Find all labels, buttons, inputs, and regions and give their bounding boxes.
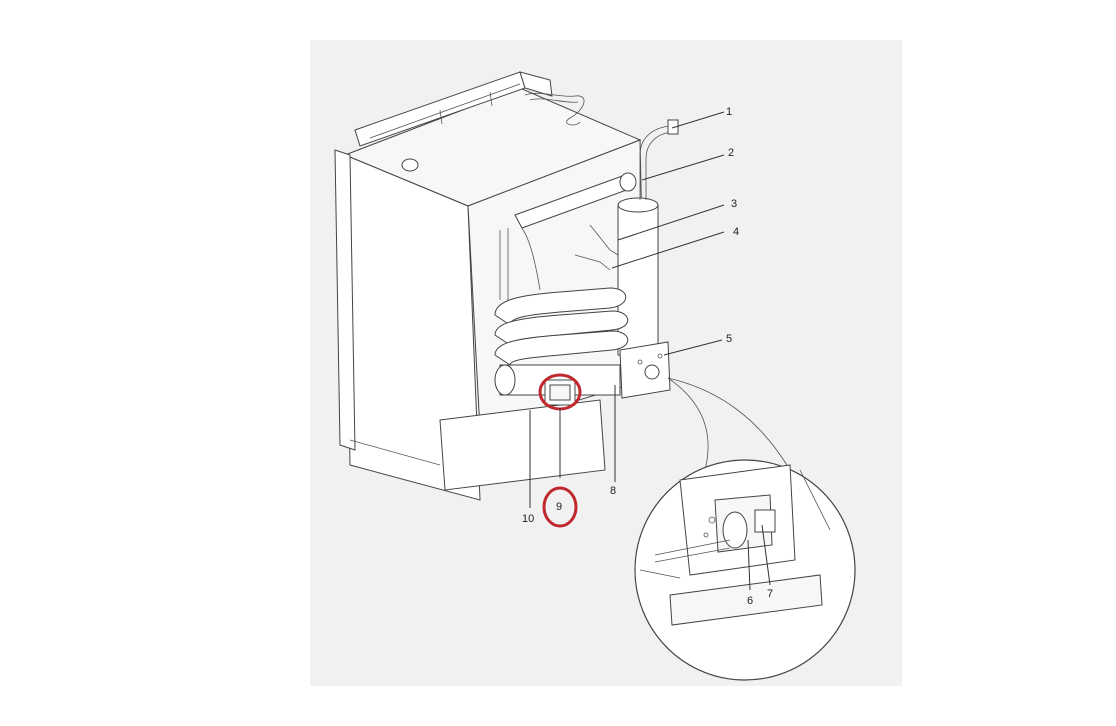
callout-9-highlight-ring: [542, 486, 578, 528]
callout-4: 4: [733, 226, 739, 238]
burner-bracket: [619, 341, 671, 399]
inner-wiring: [574, 224, 619, 271]
callout-1: 1: [726, 106, 732, 118]
callout-6: 6: [747, 595, 753, 607]
top-wiring: [401, 92, 585, 172]
callout-9: 9: [556, 501, 562, 513]
leader-lines: [529, 111, 771, 591]
callout-3: 3: [731, 198, 737, 210]
detail-magnifier: [634, 377, 856, 681]
top-pipe: [499, 172, 637, 300]
thermostat-component: [538, 373, 582, 411]
cabinet-body: [334, 71, 646, 501]
callout-7: 7: [767, 588, 773, 600]
condenser-coils: [494, 287, 629, 396]
callout-8: 8: [610, 485, 616, 497]
callout-10: 10: [522, 513, 534, 525]
callout-5: 5: [726, 333, 732, 345]
callout-2: 2: [728, 147, 734, 159]
